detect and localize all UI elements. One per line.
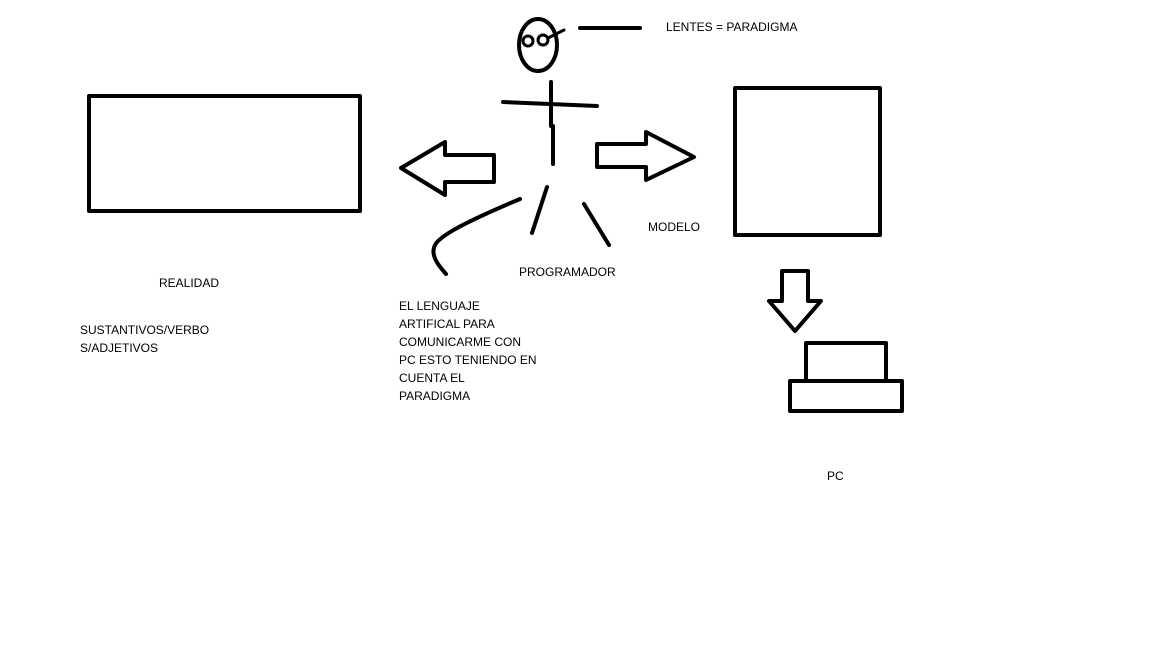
modelo-box (733, 86, 882, 237)
programador-label: PROGRAMADOR (519, 265, 616, 279)
figure-arms (501, 100, 599, 108)
glasses-left-lens (521, 34, 535, 48)
lenguaje-label: EL LENGUAJE ARTIFICAL PARA COMUNICARME C… (399, 299, 537, 403)
arrow-down-to-pc (767, 269, 823, 333)
arrow-right-to-modelo (595, 130, 696, 182)
sustantivos-label: SUSTANTIVOS/VERBO S/ADJETIVOS (80, 323, 210, 355)
lenguaje-curve (431, 197, 522, 276)
pc-monitor-shape (804, 341, 888, 383)
figure-head (517, 17, 559, 73)
lentes-label: LENTES = PARADIGMA (666, 20, 798, 34)
realidad-box (87, 94, 362, 213)
glasses-arm (546, 28, 566, 40)
arrow-left-to-realidad (399, 140, 496, 197)
realidad-label: REALIDAD (159, 276, 220, 290)
pc-label: PC (827, 469, 844, 483)
figure-leg-right (582, 202, 611, 247)
figure-leg-left (530, 185, 549, 235)
programador-figure (431, 17, 642, 276)
pc-base-shape (788, 379, 904, 413)
modelo-label: MODELO (648, 220, 701, 234)
glasses-right-lens (536, 33, 550, 47)
pc-icon (788, 341, 904, 413)
